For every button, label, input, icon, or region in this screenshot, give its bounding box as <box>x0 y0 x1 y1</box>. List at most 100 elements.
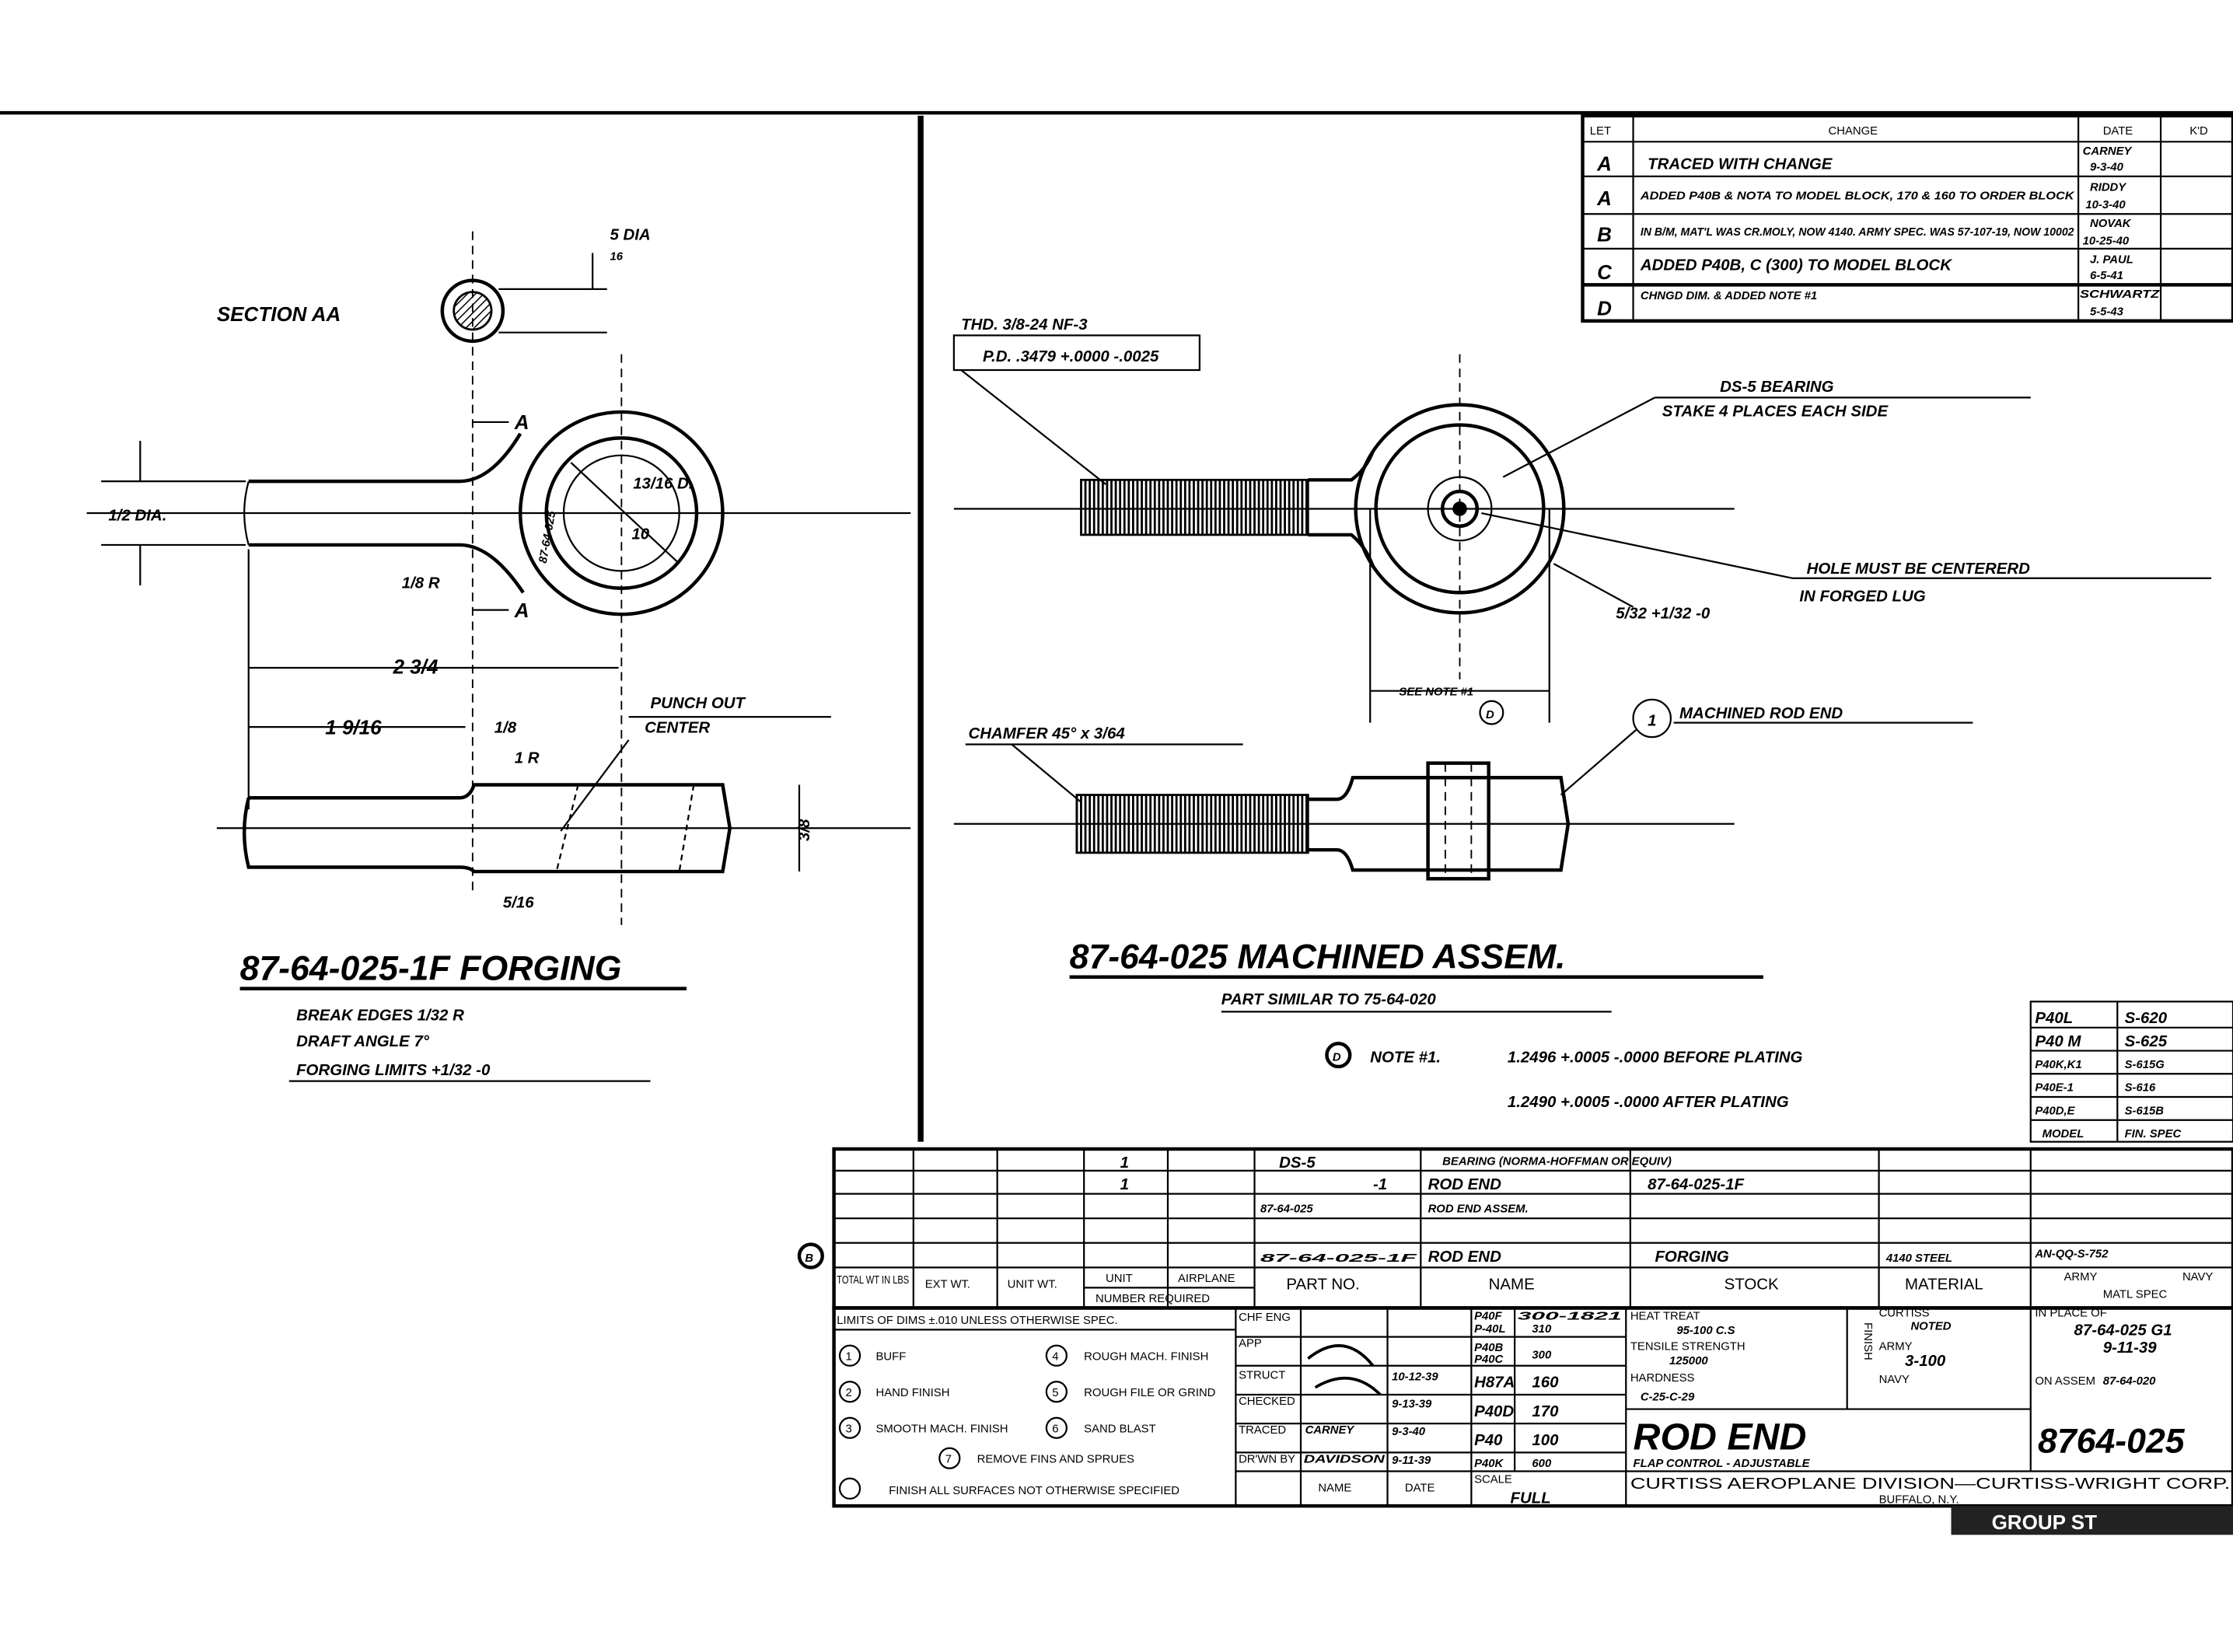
group-stamp-text: GROUP ST <box>1992 1511 2098 1534</box>
change-by: J. PAUL <box>2090 253 2133 266</box>
change-text: TRACED WITH CHANGE <box>1648 155 1833 173</box>
finish-item: HAND FINISH <box>875 1387 949 1399</box>
sign-name: DAVIDSON <box>1304 1453 1385 1465</box>
change-let: A <box>1596 187 1612 210</box>
bom-qty: 1 <box>1120 1154 1129 1172</box>
change-let: D <box>1597 296 1612 320</box>
in-place-value: 87-64-025 G1 <box>2074 1322 2172 1339</box>
change-date: 10-25-40 <box>2083 235 2130 247</box>
see-note: SEE NOTE #1 <box>1399 686 1473 698</box>
sign-date: 9-3-40 <box>1392 1426 1426 1438</box>
dimension-limits: LIMITS OF DIMS ±.010 UNLESS OTHERWISE SP… <box>837 1315 1117 1327</box>
bom-material: 4140 STEEL <box>1885 1252 1952 1265</box>
model-name: P40D,E <box>2035 1105 2075 1117</box>
heat-treat-value: 95-100 C.S <box>1676 1325 1735 1337</box>
bom-name: ROD END <box>1428 1175 1501 1193</box>
model-spec: S-615G <box>2125 1059 2165 1071</box>
model-spec: S-625 <box>2125 1032 2168 1050</box>
tolerance-dim: 5/32 +1/32 -0 <box>1616 605 1711 623</box>
army-label: ARMY <box>1879 1340 1913 1353</box>
section-label: SECTION AA <box>217 302 341 326</box>
model-name: MODEL <box>2043 1128 2084 1140</box>
bom-part-no: 87-64-025 <box>1260 1203 1313 1216</box>
bom-row-marker: B <box>805 1252 813 1265</box>
side-radius: 1 R <box>515 749 540 767</box>
finish-label: FINISH <box>1861 1322 1874 1360</box>
note-marker: D <box>1486 709 1494 721</box>
note-line-2: 1.2490 +.0005 -.0000 AFTER PLATING <box>1508 1093 1789 1111</box>
bom-stock: FORGING <box>1655 1248 1728 1266</box>
finish-number: 7 <box>945 1453 952 1465</box>
change-date: 5-5-43 <box>2090 306 2124 318</box>
sign-label: TRACED <box>1239 1424 1286 1437</box>
order-model: P40C <box>1474 1353 1503 1366</box>
date-column-label: DATE <box>1405 1483 1435 1495</box>
thread-spec: THD. 3/8-24 NF-3 <box>961 316 1088 334</box>
order-model: P-40L <box>1474 1323 1505 1336</box>
note-marker: D <box>1333 1052 1341 1064</box>
bom-stock: 87-64-025-1F <box>1648 1175 1744 1193</box>
drawing-number: 8764-025 <box>2038 1422 2186 1460</box>
finish-number: 5 <box>1052 1387 1058 1399</box>
bom-name: ROD END <box>1428 1248 1501 1266</box>
model-block: P40L S-620 P40 M S-625 P40K,K1 S-615G P4… <box>2029 1001 2233 1143</box>
hole-note-2: IN FORGED LUG <box>1799 587 1925 605</box>
bom-row: 87-64-025 ROD END ASSEM. <box>1260 1203 1529 1216</box>
sign-label: STRUCT <box>1239 1370 1285 1382</box>
finish-number: 3 <box>845 1423 851 1435</box>
machined-label: MACHINED ROD END <box>1679 704 1843 722</box>
signature-scribble <box>1307 1344 1382 1396</box>
order-model: P40B <box>1474 1342 1503 1354</box>
header-material: MATERIAL <box>1905 1275 1983 1293</box>
model-spec: S-620 <box>2125 1009 2168 1027</box>
model-order-table: P40F 300-1821 P-40L 310 P40B P40C 300 H8… <box>1474 1310 1622 1470</box>
change-date: 9-3-40 <box>2090 161 2124 173</box>
change-by: SCHWARTZ <box>2080 288 2160 301</box>
order-qty: 300 <box>1532 1350 1552 1362</box>
drawing-title: ROD END <box>1634 1416 1807 1458</box>
finish-number: 6 <box>1052 1423 1058 1435</box>
cut-a-top: A <box>514 410 529 434</box>
finish-item: FINISH ALL SURFACES NOT OTHERWISE SPECIF… <box>889 1485 1179 1497</box>
header-navy: NAVY <box>2182 1271 2213 1284</box>
order-qty: 160 <box>1532 1374 1559 1392</box>
sign-label: CHF ENG <box>1239 1311 1291 1324</box>
item-number: 1 <box>1648 711 1656 729</box>
bom-row: 1 -1 ROD END 87-64-025-1F <box>1120 1175 1745 1193</box>
change-date: 10-3-40 <box>2085 199 2126 211</box>
cut-a-bottom: A <box>514 599 529 622</box>
change-date: 6-5-41 <box>2090 270 2123 282</box>
on-assem-label: ON ASSEM <box>2035 1375 2095 1388</box>
side-thickness: 5/16 <box>503 894 534 912</box>
name-column-label: NAME <box>1318 1483 1351 1495</box>
navy-label: NAVY <box>1879 1374 1910 1386</box>
sign-label: DR'WN BY <box>1239 1453 1295 1465</box>
header-unit: UNIT <box>1106 1273 1133 1285</box>
stake-label: STAKE 4 PLACES EACH SIDE <box>1662 403 1889 421</box>
change-row: A TRACED WITH CHANGE CARNEY 9-3-40 <box>1596 145 2133 175</box>
bom-qty: 1 <box>1120 1175 1129 1193</box>
finish-item: ROUGH FILE OR GRIND <box>1084 1387 1216 1399</box>
forging-view: SECTION AA 5 DIA 16 13/16 D. 10 87-64-02… <box>86 226 911 1082</box>
header-name: NAME <box>1489 1275 1535 1293</box>
finish-item: ROUGH MACH. FINISH <box>1084 1350 1208 1363</box>
in-place-label: IN PLACE OF <box>2035 1308 2106 1320</box>
change-row: D CHNGD DIM. & ADDED NOTE #1 SCHWARTZ 5-… <box>1597 288 2160 320</box>
material-properties: HEAT TREAT 95-100 C.S TENSILE STRENGTH 1… <box>1630 1308 2172 1404</box>
bom-part-no: -1 <box>1373 1175 1387 1193</box>
scale-value: FULL <box>1511 1489 1551 1507</box>
change-row: B IN B/M, MAT'L WAS CR.MOLY, NOW 4140. A… <box>1597 218 2132 247</box>
change-row: A ADDED P40B & NOTA TO MODEL BLOCK, 170 … <box>1596 182 2127 211</box>
sign-label: CHECKED <box>1239 1395 1295 1408</box>
order-qty: 170 <box>1532 1402 1559 1420</box>
model-name: P40L <box>2035 1009 2073 1027</box>
note-label: NOTE #1. <box>1370 1048 1441 1066</box>
scale-label: SCALE <box>1474 1473 1512 1486</box>
change-let: B <box>1597 223 1612 246</box>
bom-row: 87-64-025-1F ROD END FORGING 4140 STEEL … <box>1260 1248 2109 1266</box>
bom-spec: AN-QQ-S-752 <box>2034 1248 2109 1260</box>
army-value: 3-100 <box>1905 1352 1946 1370</box>
assembly-title: 87-64-025 MACHINED ASSEM. <box>1070 938 1566 976</box>
forging-note: FORGING LIMITS +1/32 -0 <box>296 1061 491 1079</box>
order-qty: 100 <box>1532 1431 1559 1449</box>
